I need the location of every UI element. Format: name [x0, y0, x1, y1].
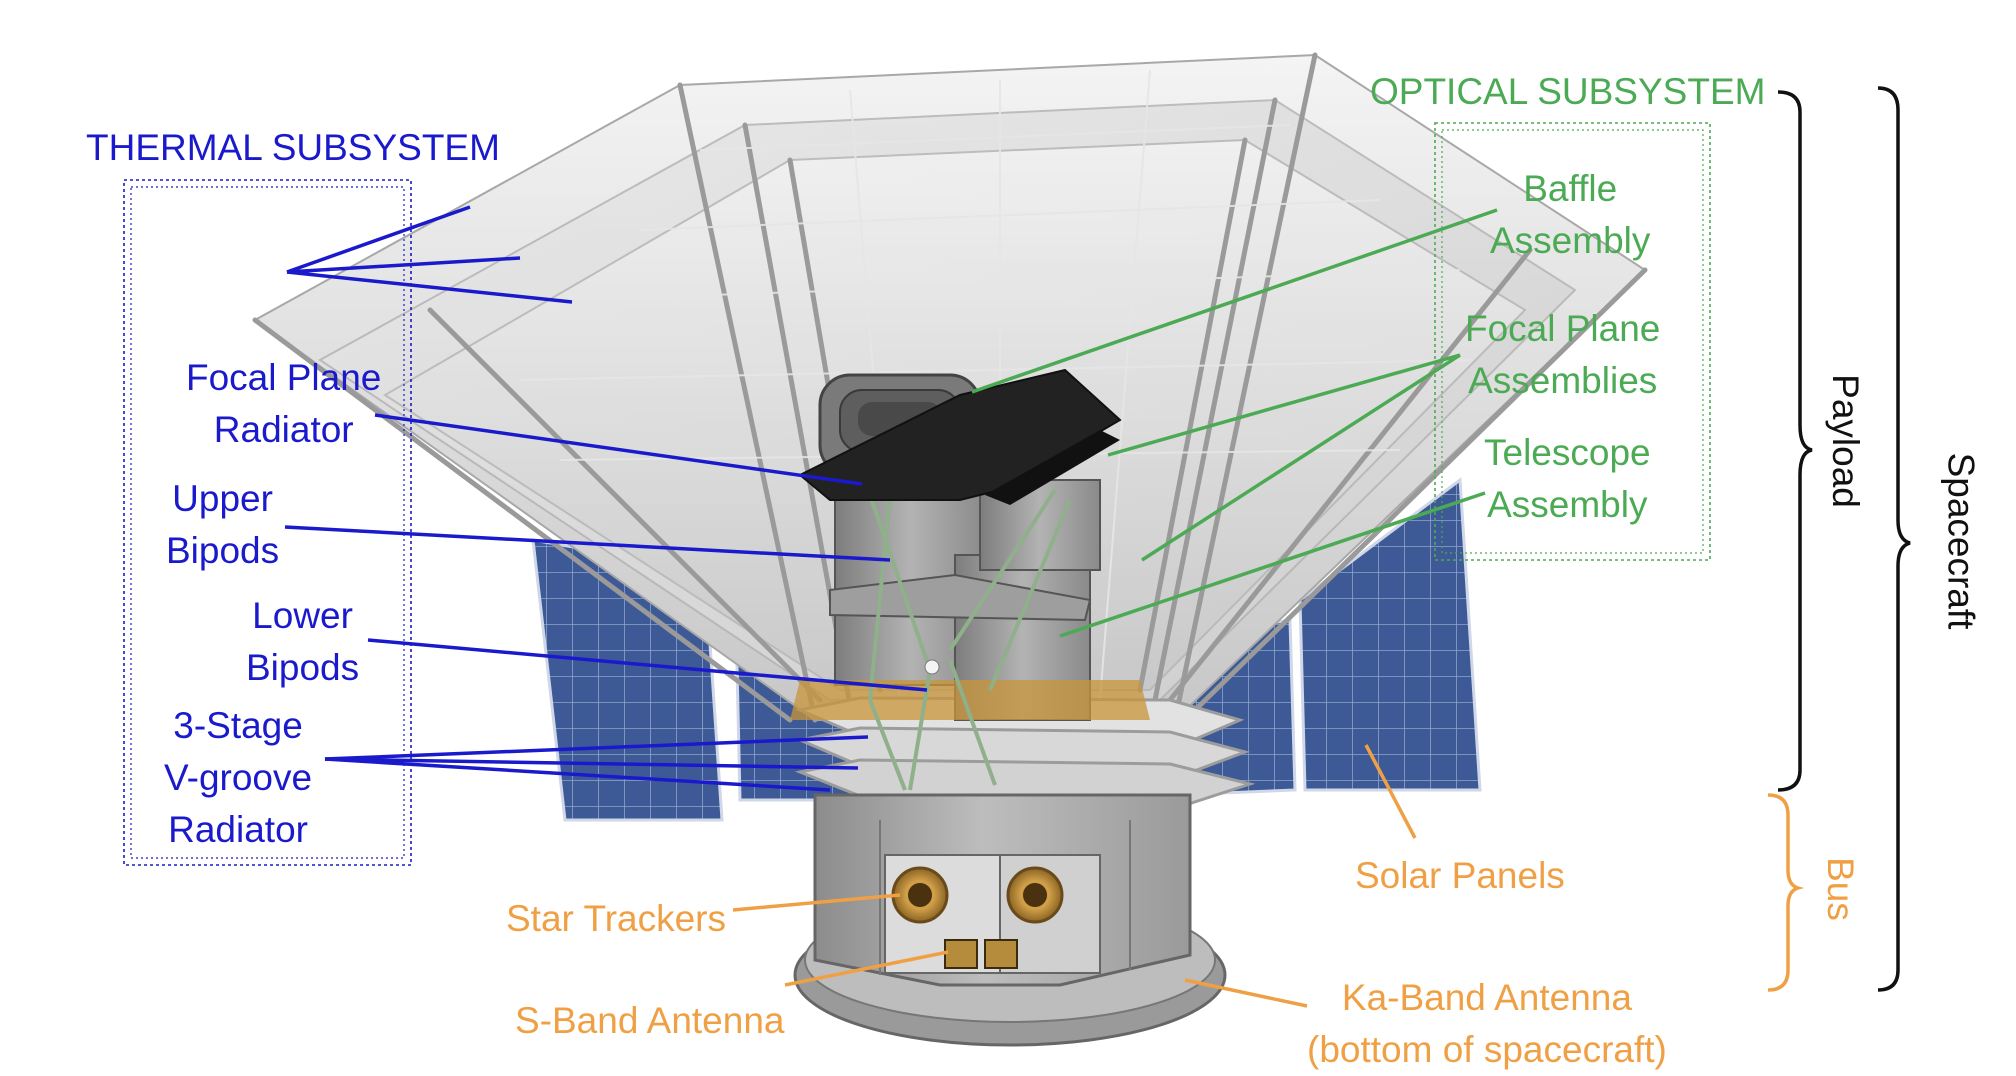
optical-subsystem-title: OPTICAL SUBSYSTEM — [1370, 71, 1766, 112]
s-band-antenna-label: S-Band Antenna — [515, 1000, 785, 1041]
telescope-assembly — [790, 469, 1150, 791]
payload-label: Payload — [1824, 374, 1866, 508]
s-band-antenna — [944, 939, 1018, 969]
bus-label: Bus — [1819, 857, 1861, 921]
optical-leader-lines — [971, 208, 1498, 638]
spacecraft-bracket — [1877, 86, 1911, 992]
spacecraft-label: Spacecraft — [1940, 452, 1982, 630]
thermal-subsystem-box — [123, 179, 412, 866]
star-trackers — [891, 866, 1064, 924]
thermal-subsystem-title: THERMAL SUBSYSTEM — [86, 127, 500, 168]
bus-leader-lines — [732, 744, 1417, 1008]
ka-band-antenna-label: Ka-Band Antenna(bottom of spacecraft) — [1307, 977, 1667, 1070]
thermal-leader-lines — [284, 205, 928, 792]
bus-bracket — [1767, 793, 1805, 992]
solar-panels-label: Solar Panels — [1355, 855, 1565, 896]
spacecraft-bus — [793, 793, 1227, 1047]
payload-bracket — [1777, 90, 1813, 792]
optical-subsystem-box — [1434, 122, 1711, 561]
star-trackers-label: Star Trackers — [506, 898, 726, 939]
